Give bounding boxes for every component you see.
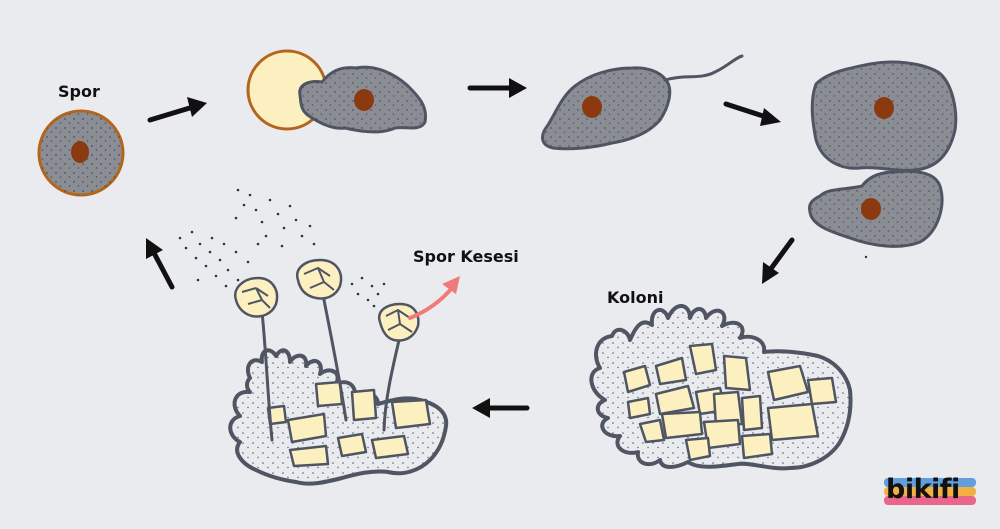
cycle-arrow-6 [146, 238, 175, 290]
cycle-arrow-2 [467, 78, 527, 98]
sporangium-middle [295, 258, 343, 300]
flagellated-cell [541, 54, 744, 151]
spore-label: Spor [58, 82, 100, 101]
released-spores [178, 188, 386, 308]
cycle-arrow-3 [723, 101, 781, 126]
colony-label: Koloni [607, 288, 664, 307]
germinating-amoeba [246, 49, 428, 134]
spore-sac-label: Spor Kesesi [413, 247, 519, 266]
sporangium-right [377, 302, 420, 342]
cycle-arrow-1 [147, 97, 207, 123]
cycle-arrow-4 [762, 237, 795, 284]
fruiting-body [228, 258, 449, 486]
dividing-amoebae [808, 60, 958, 259]
brand-logo: bikifi [886, 474, 960, 505]
sporangium-left [233, 276, 279, 318]
brand-logo-bars [884, 478, 976, 505]
cycle-arrow-5 [472, 398, 530, 418]
spore-sac-pointer-arrow [408, 276, 460, 320]
colony [589, 304, 853, 471]
spore [37, 109, 125, 197]
